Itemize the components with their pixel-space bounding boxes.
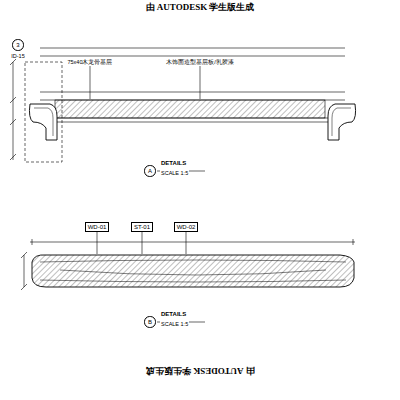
detail-title: DETAILS [160, 160, 187, 167]
node-text: 3 [16, 42, 19, 48]
annotation-note: 木饰面造型基层板/乳胶漆 [165, 59, 235, 65]
node-text: B [148, 319, 152, 325]
watermark: 由 AUTODESK 学生版生成 [145, 365, 256, 375]
detail-title-bubble: B [144, 316, 155, 327]
watermark: 由 AUTODESK 学生版生成 [145, 3, 256, 13]
node-text: A [148, 168, 152, 174]
node-text: ST-01 [134, 224, 150, 230]
material-tag: WD-02 [174, 222, 199, 231]
section-callout: 3 [12, 39, 23, 50]
detail-title: DETAILS [160, 311, 187, 318]
node-text: WD-01 [88, 224, 107, 230]
material-tag: WD-01 [85, 222, 110, 231]
sheet-reference: ID-15 [10, 53, 25, 59]
material-tag: ST-01 [131, 222, 153, 231]
scale-note: SCALE 1:5 [160, 321, 189, 327]
detail-title-bubble: A [144, 165, 155, 176]
node-text: WD-02 [177, 224, 196, 230]
scale-note: SCALE 1:5 [160, 170, 189, 176]
annotation-note: 75x40木龙骨基层 [67, 59, 114, 65]
